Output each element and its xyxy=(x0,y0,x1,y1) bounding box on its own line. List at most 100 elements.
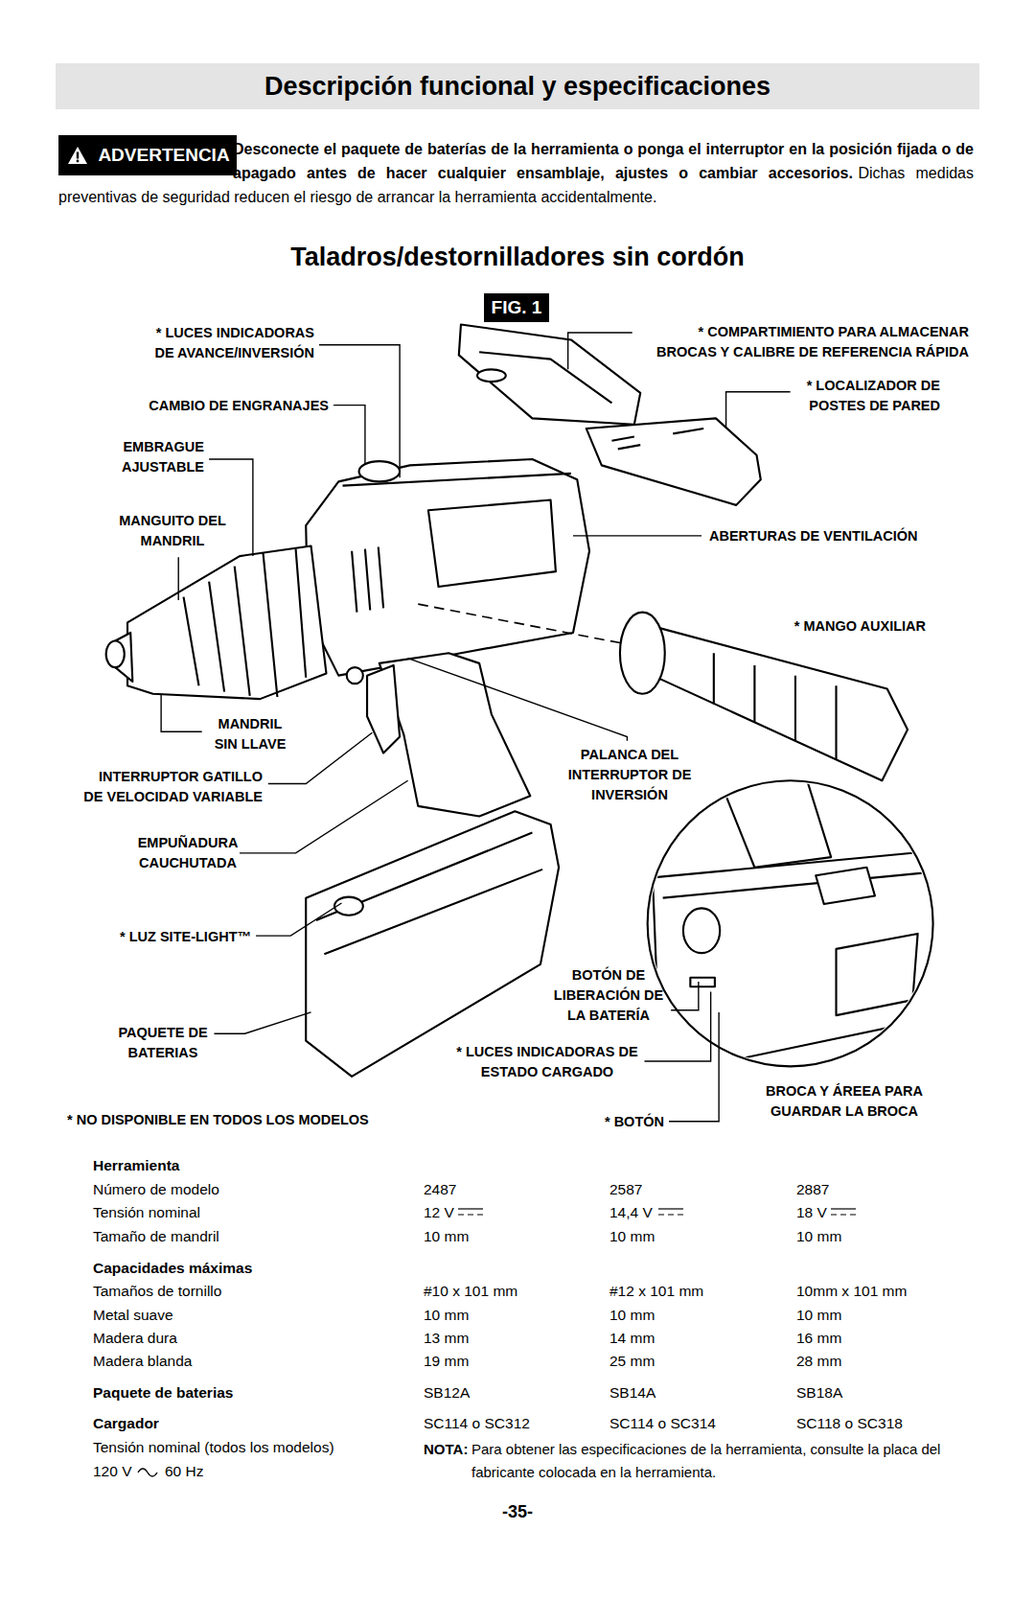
title-band: Descripción funcional y especificaciones xyxy=(55,63,980,110)
vent-slots xyxy=(351,547,384,613)
table-cell: SC114 o SC314 xyxy=(609,1413,716,1433)
table-cell: 12 V xyxy=(423,1202,455,1222)
table-cell: 10 mm xyxy=(796,1226,842,1246)
table-cell: 16 mm xyxy=(796,1328,842,1348)
table-cell: 10mm x 101 mm xyxy=(796,1281,907,1301)
warning-mark xyxy=(76,160,80,163)
leader-line xyxy=(161,693,203,732)
table-cell: 10 mm xyxy=(609,1305,655,1325)
part-label: * MANGO AUXILIAR xyxy=(790,616,926,637)
part-label: * COMPARTIMIENTO PARA ALMACENAR BROCAS Y… xyxy=(651,322,969,363)
storage-lid xyxy=(459,323,641,424)
badge-spacer xyxy=(58,137,233,184)
table-cell: 13 mm xyxy=(423,1328,469,1348)
dc-symbol xyxy=(458,1207,483,1209)
part-label: BOTÓN DE LIBERACIÓN DE LA BATERÍA xyxy=(552,965,666,1026)
battery-edge xyxy=(316,832,543,955)
part-label: CAMBIO DE ENGRANAJES xyxy=(145,395,329,416)
dc-symbol xyxy=(458,1213,483,1215)
table-cell: 2487 xyxy=(423,1179,457,1199)
table-cell: 10 mm xyxy=(796,1305,842,1325)
warning-paragraph: Desconecte el paquete de baterías de la … xyxy=(58,137,974,209)
part-label: * LUCES INDICADORAS DE ESTADO CARGADO xyxy=(455,1041,641,1082)
table-cell: #12 x 101 mm xyxy=(609,1281,704,1301)
page-title: Descripción funcional y especificaciones xyxy=(264,71,771,102)
table-cell: Paquete de baterias xyxy=(92,1382,233,1403)
figure-tag: FIG. 1 xyxy=(483,293,550,322)
table-cell: SB18A xyxy=(796,1382,843,1403)
housing-panel xyxy=(428,500,556,587)
part-label: * LUZ SITE-LIGHT™ xyxy=(116,926,252,947)
table-cell: 60 Hz xyxy=(164,1461,205,1481)
leader-line xyxy=(208,459,253,556)
charge-lights xyxy=(690,977,715,988)
table-cell: SB14A xyxy=(609,1382,656,1403)
leader-line xyxy=(568,332,633,369)
dc-symbol xyxy=(830,1207,856,1209)
table-cell: 10 mm xyxy=(609,1226,655,1246)
battery-pack xyxy=(305,810,559,1077)
leader-lines xyxy=(161,332,791,1122)
leader-line xyxy=(408,658,628,741)
table-cell: Tamaños de tornillo xyxy=(92,1281,222,1301)
screw xyxy=(346,667,364,684)
motor-housing xyxy=(305,459,590,676)
table-cell: 28 mm xyxy=(796,1351,842,1371)
leader-line xyxy=(670,981,699,1011)
node-label: FIG. 1 xyxy=(491,297,543,319)
table-cell: Tensión nominal xyxy=(92,1202,201,1222)
dc-symbol xyxy=(658,1207,684,1209)
part-label: MANDRIL SIN LLAVE xyxy=(212,713,288,755)
table-cell: Madera dura xyxy=(92,1328,178,1348)
warning-icon xyxy=(67,145,89,165)
battery-closeup xyxy=(652,851,939,1067)
lid-detail xyxy=(477,368,506,382)
assembly-line xyxy=(417,603,621,643)
table-cell: Número de modelo xyxy=(92,1179,220,1199)
table-cell: SB12A xyxy=(423,1382,470,1403)
site-light xyxy=(334,897,364,916)
table-cell: SC118 o SC318 xyxy=(796,1413,903,1433)
handle xyxy=(379,652,530,816)
release-button xyxy=(683,907,720,953)
table-cell: Tensión nominal (todos los modelos) xyxy=(92,1437,335,1457)
part-label: ABERTURAS DE VENTILACIÓN xyxy=(709,526,921,547)
trigger xyxy=(367,665,400,754)
bit-storage xyxy=(815,867,875,904)
handle-disc xyxy=(620,612,666,694)
battery-panel xyxy=(836,933,919,1015)
page-number: -35- xyxy=(502,1500,533,1522)
part-label: * LOCALIZADOR DE POSTES DE PARED xyxy=(803,375,941,416)
node-label: ADVERTENCIA xyxy=(97,144,230,166)
table-cell: 25 mm xyxy=(609,1351,655,1371)
leader-line xyxy=(333,405,366,465)
battery-edge xyxy=(663,872,929,898)
warning-badge: ADVERTENCIA xyxy=(58,135,237,176)
part-label: * LUCES INDICADORAS DE AVANCE/INVERSIÓN xyxy=(150,322,315,364)
part-label: * BOTÓN xyxy=(600,1111,665,1132)
auxiliary-handle xyxy=(652,627,908,782)
table-cell: 14,4 V xyxy=(609,1202,653,1222)
leader-line xyxy=(726,391,791,427)
leader-line xyxy=(255,902,342,936)
leader-line xyxy=(178,556,180,600)
table-cell: 10 mm xyxy=(423,1226,469,1246)
dc-symbols xyxy=(138,1208,856,1476)
note-text: Para obtener las especificaciones de la … xyxy=(471,1437,980,1484)
leader-line xyxy=(213,1012,311,1034)
table-cell: 14 mm xyxy=(609,1328,655,1348)
chuck-tip xyxy=(106,640,125,667)
table-cell: Metal suave xyxy=(92,1305,174,1325)
table-cell: Capacidades máximas xyxy=(92,1258,253,1278)
leader-line xyxy=(668,1012,719,1122)
table-cell: 2887 xyxy=(796,1179,829,1199)
table-cell: 120 V xyxy=(92,1461,133,1481)
inset-detail xyxy=(652,764,939,1066)
table-cell: Cargador xyxy=(92,1413,160,1433)
part-label: INTERRUPTOR GATILLO DE VELOCIDAD VARIABL… xyxy=(80,766,263,807)
table-cell: Tamaño de mandril xyxy=(92,1226,220,1246)
part-label: PALANCA DEL INTERRUPTOR DE INVERSIÓN xyxy=(566,744,693,805)
warning-triangle xyxy=(68,146,88,164)
grip-ridges xyxy=(713,652,837,759)
